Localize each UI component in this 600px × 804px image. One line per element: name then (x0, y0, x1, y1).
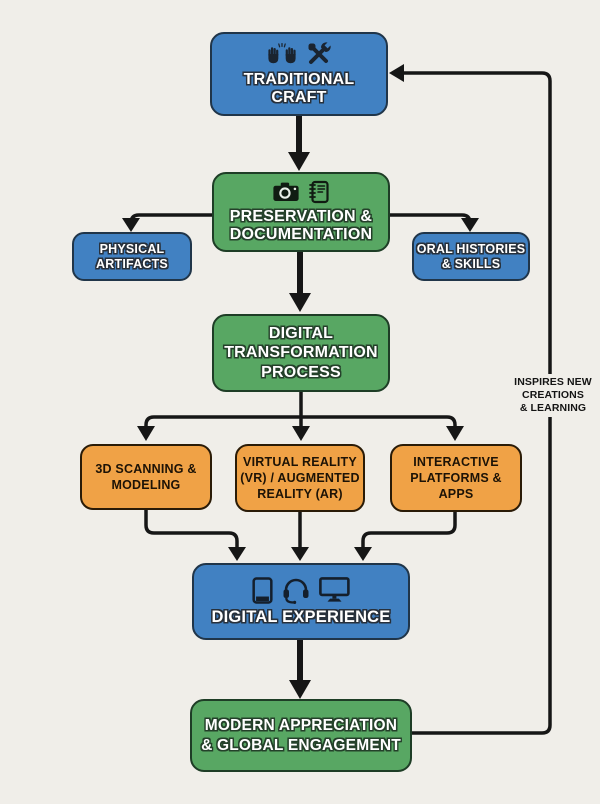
node-3d-scanning-modeling: 3D SCANNING & MODELING (80, 444, 212, 510)
arrowhead (291, 547, 309, 561)
arrowhead (288, 152, 310, 171)
node-icons (252, 577, 350, 604)
node-preservation-documentation: PRESERVATION & DOCUMENTATION (212, 172, 390, 252)
arrowhead (354, 547, 372, 561)
node-modern-appreciation-engagement: MODERN APPRECIATION & GLOBAL ENGAGEMENT (190, 699, 412, 772)
arrowhead (228, 547, 246, 561)
node-label: INTERACTIVE PLATFORMS & APPS (410, 454, 502, 502)
node-label: DIGITAL EXPERIENCE (211, 607, 391, 626)
arrowhead (122, 218, 140, 232)
node-physical-artifacts: PHYSICAL ARTIFACTS (72, 232, 192, 281)
node-label: PHYSICAL ARTIFACTS (96, 241, 168, 271)
node-label: MODERN APPRECIATION & GLOBAL ENGAGEMENT (201, 717, 401, 754)
node-digital-transformation-process: DIGITAL TRANSFORMATION PROCESS (212, 314, 390, 392)
node-label: 3D SCANNING & MODELING (95, 461, 197, 492)
branch-transformation-sides (144, 415, 457, 426)
node-traditional-craft: TRADITIONAL CRAFT (210, 32, 388, 116)
arrowhead (446, 426, 464, 441)
feedback-label-line: & LEARNING (519, 402, 587, 415)
node-vr-ar: VIRTUAL REALITY (VR) / AUGMENTED REALITY… (235, 444, 365, 512)
node-label: ORAL HISTORIES & SKILLS (416, 241, 526, 271)
camera-icon (273, 182, 299, 202)
crossed-tools-icon (308, 41, 331, 64)
node-icons (266, 41, 332, 67)
monitor-icon (319, 577, 350, 603)
node-label: TRADITIONAL CRAFT (243, 70, 355, 106)
arrowhead (292, 426, 310, 441)
node-label: PRESERVATION & DOCUMENTATION (229, 207, 373, 243)
connector-scan-to-experience (144, 510, 239, 548)
node-icons (272, 180, 330, 204)
headset-icon (283, 578, 309, 604)
tablet-icon (252, 577, 273, 604)
raised-hands-icon (268, 42, 296, 63)
node-oral-histories-skills: ORAL HISTORIES & SKILLS (412, 232, 530, 281)
feedback-label-line: INSPIRES NEW (514, 376, 592, 388)
arrowhead (289, 680, 311, 699)
arrowhead-feedback (389, 64, 404, 82)
arrowhead (137, 426, 155, 441)
feedback-loop-label: INSPIRES NEW CREATIONS & LEARNING (506, 374, 600, 418)
arrowhead (461, 218, 479, 232)
notebook-icon (309, 180, 329, 203)
node-label: VIRTUAL REALITY (VR) / AUGMENTED REALITY… (240, 454, 360, 502)
arrowhead (289, 293, 311, 312)
feedback-label-line: CREATIONS (522, 389, 584, 402)
node-label: DIGITAL TRANSFORMATION PROCESS (224, 325, 378, 381)
connector-platforms-to-experience (361, 510, 457, 548)
node-interactive-platforms-apps: INTERACTIVE PLATFORMS & APPS (390, 444, 522, 512)
node-digital-experience: DIGITAL EXPERIENCE (192, 563, 410, 640)
